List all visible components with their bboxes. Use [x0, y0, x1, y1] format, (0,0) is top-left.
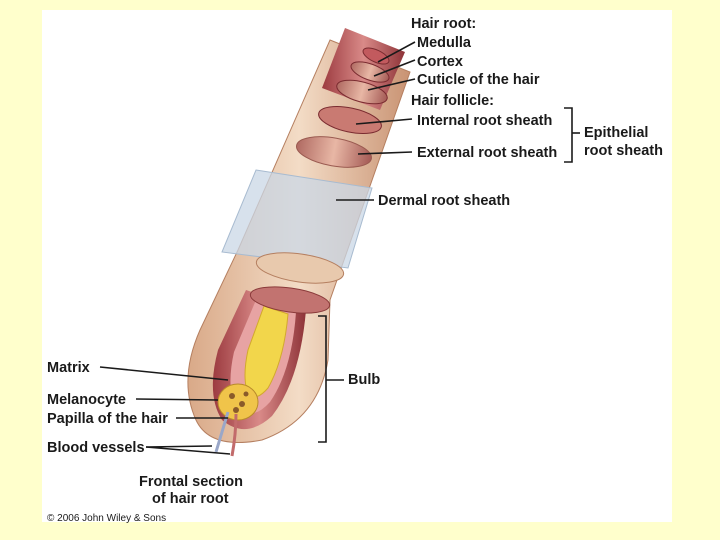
label-papilla: Papilla of the hair	[47, 411, 168, 427]
copyright-notice: © 2006 John Wiley & Sons	[47, 513, 166, 524]
label-cortex: Cortex	[417, 54, 463, 70]
papilla-shape	[217, 383, 259, 421]
caption-line2: of hair root	[152, 491, 229, 507]
label-external-root-sheath: External root sheath	[417, 145, 557, 161]
epithelial-bracket	[564, 107, 580, 163]
label-hair-root: Hair root:	[411, 16, 476, 32]
bulb-bracket	[318, 315, 327, 443]
label-hair-follicle: Hair follicle:	[411, 93, 494, 109]
label-medulla: Medulla	[417, 35, 472, 51]
label-melanocyte: Melanocyte	[47, 392, 126, 408]
blood-vessel-shapes	[214, 411, 238, 457]
skin-plane	[221, 169, 373, 269]
label-internal-root-sheath: Internal root sheath	[417, 113, 552, 129]
label-epithelial-line2: root sheath	[584, 143, 663, 159]
label-dermal-root-sheath: Dermal root sheath	[378, 193, 510, 209]
label-matrix: Matrix	[47, 360, 90, 376]
leader-lines	[99, 41, 416, 455]
label-epithelial-line1: Epithelial	[584, 125, 648, 141]
label-bulb: Bulb	[348, 372, 380, 388]
hair-shaft-shape	[249, 28, 405, 314]
label-cuticle: Cuticle of the hair	[417, 72, 540, 88]
caption-line1: Frontal section	[139, 474, 243, 490]
label-blood-vessels: Blood vessels	[47, 440, 145, 456]
